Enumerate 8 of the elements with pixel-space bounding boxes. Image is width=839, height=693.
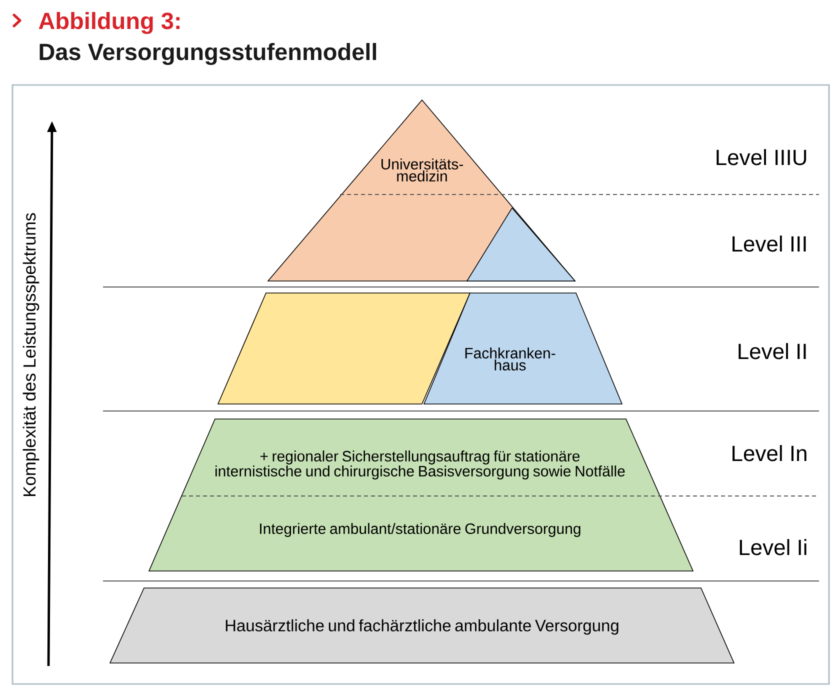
level-label: Level Ii [740, 539, 806, 556]
level-label: Level III [732, 236, 806, 252]
level-label: Level II [738, 343, 806, 360]
level-label: Level IIIU [716, 149, 806, 166]
axis-label: Komplexität des Leistungsspektrums [22, 213, 40, 496]
figure-number: Abbildung 3: [38, 12, 180, 34]
level-label: Level In [732, 445, 806, 462]
figure-title: Das Versorgungsstufenmodell [40, 42, 376, 65]
